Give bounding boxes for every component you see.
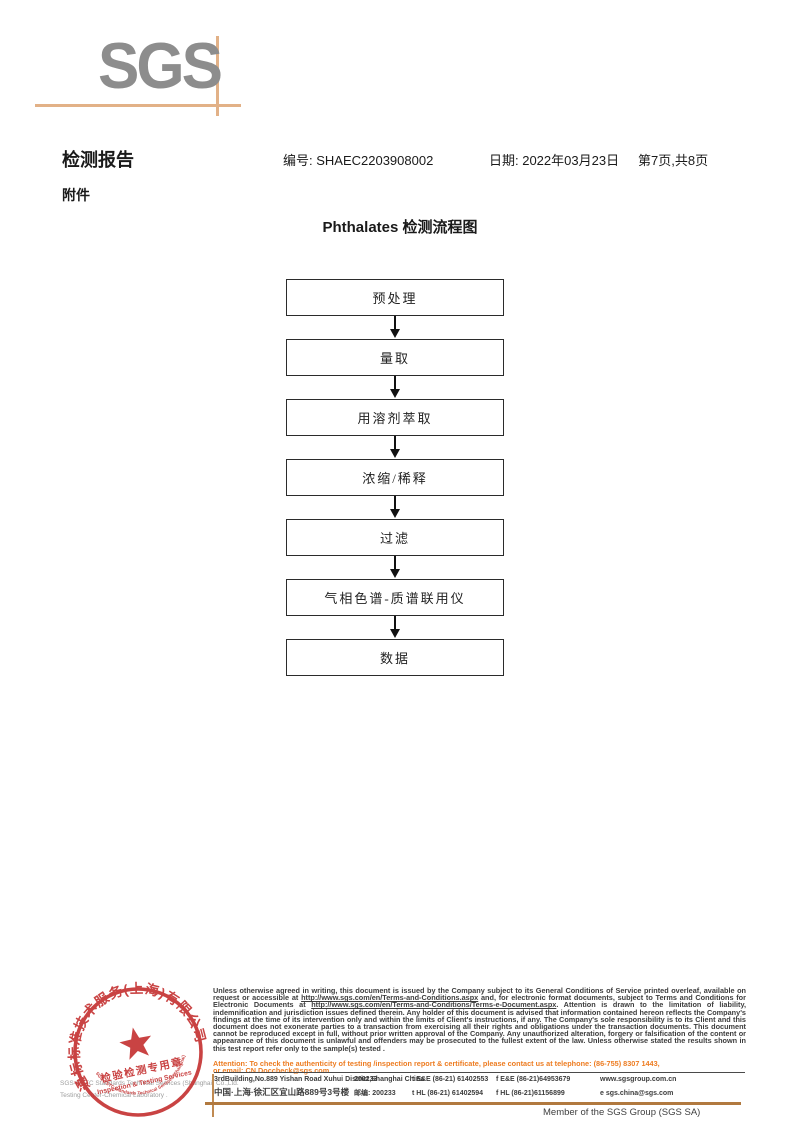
address-row-cn: 中国·上海·徐汇区宜山路889号3号楼 邮编: 200233 t HL (86-… bbox=[214, 1086, 745, 1098]
company-lab-name: Testing Center-Chemical Laboratory . bbox=[60, 1092, 168, 1099]
disclaimer-part: . Attention is drawn to the limitation o… bbox=[213, 1000, 746, 1053]
attention-note: Attention: To check the authenticity of … bbox=[213, 1060, 746, 1075]
address-cn: 中国·上海·徐汇区宜山路889号3号楼 bbox=[214, 1087, 350, 1097]
flow-step-box: 预处理 bbox=[286, 279, 504, 316]
address-block: 3rdBuilding,No.889 Yishan Road Xuhui Dis… bbox=[214, 1072, 745, 1101]
flow-step-label: 浓缩/稀释 bbox=[362, 471, 428, 486]
flow-step-box: 气相色谱-质谱联用仪 bbox=[286, 579, 504, 616]
arrow-down-icon bbox=[286, 496, 504, 519]
logo-horizontal-line bbox=[35, 104, 241, 107]
flow-step-box: 过滤 bbox=[286, 519, 504, 556]
arrow-down-icon bbox=[286, 316, 504, 339]
disclaimer-part: and, for electronic format documents, su… bbox=[213, 993, 746, 1010]
flow-step-box: 量取 bbox=[286, 339, 504, 376]
page-indicator: 第7页,共8页 bbox=[638, 153, 709, 168]
flow-step-box: 数据 bbox=[286, 639, 504, 676]
disclaimer-text: Unless otherwise agreed in writing, this… bbox=[213, 987, 746, 1052]
flow-step-box: 浓缩/稀释 bbox=[286, 459, 504, 496]
footer-vertical-line bbox=[212, 1074, 214, 1117]
attention-line1: Attention: To check the authenticity of … bbox=[213, 1059, 660, 1068]
flowchart-title: Phthalates 检测流程图 bbox=[322, 219, 478, 236]
footer-horizontal-line bbox=[205, 1102, 741, 1105]
telephone-cn: t HL (86-21) 61402594 bbox=[412, 1090, 484, 1097]
website: www.sgsgroup.com.cn bbox=[600, 1076, 677, 1083]
terms-url: http://www.sgs.com/en/Terms-and-Conditio… bbox=[301, 993, 479, 1003]
flowchart: 预处理量取用溶剂萃取浓缩/稀释过滤气相色谱-质谱联用仪数据 bbox=[286, 279, 504, 676]
company-seal-stamp: 通标标准技术服务(上海)有限公司 检验检测专用章 Inspection & Te… bbox=[48, 964, 226, 1131]
fax-en: f E&E (86-21)64953679 bbox=[496, 1076, 571, 1083]
logo-vertical-line bbox=[216, 36, 219, 116]
report-number: 编号: SHAEC2203908002 bbox=[283, 153, 434, 168]
flow-step-label: 量取 bbox=[379, 351, 410, 366]
email: e sgs.china@sgs.com bbox=[600, 1090, 674, 1097]
postal-code-en: 200233 bbox=[354, 1076, 378, 1083]
flow-step-label: 用溶剂萃取 bbox=[357, 411, 433, 426]
disclaimer-part: Unless otherwise agreed in writing, this… bbox=[213, 986, 746, 1003]
seal-svg: 通标标准技术服务(上海)有限公司 检验检测专用章 Inspection & Te… bbox=[48, 966, 214, 1117]
attachment-label: 附件 bbox=[62, 187, 90, 203]
flow-step-label: 气相色谱-质谱联用仪 bbox=[324, 591, 466, 606]
flow-step-label: 数据 bbox=[379, 651, 410, 666]
flow-step-label: 预处理 bbox=[372, 291, 418, 306]
address-row-en: 3rdBuilding,No.889 Yishan Road Xuhui Dis… bbox=[214, 1076, 745, 1083]
arrow-down-icon bbox=[286, 376, 504, 399]
arrow-down-icon bbox=[286, 436, 504, 459]
terms-e-doc-url: http://www.sgs.com/en/Terms-and-Conditio… bbox=[311, 1000, 557, 1010]
flow-step-label: 过滤 bbox=[379, 531, 410, 546]
postal-code-cn: 邮编: 200233 bbox=[354, 1090, 396, 1097]
fax-cn: f HL (86-21)61156899 bbox=[496, 1090, 565, 1097]
address-en: 3rdBuilding,No.889 Yishan Road Xuhui Dis… bbox=[214, 1076, 425, 1083]
sgs-logo: SGS bbox=[98, 30, 223, 103]
attention-line2: or email: CN.Doccheck@sgs.com bbox=[213, 1066, 330, 1076]
arrow-down-icon bbox=[286, 556, 504, 579]
seal-ring bbox=[73, 987, 203, 1117]
report-title: 检测报告 bbox=[62, 150, 134, 170]
flow-step-box: 用溶剂萃取 bbox=[286, 399, 504, 436]
star-icon bbox=[119, 1027, 152, 1060]
telephone-en: t E&E (86-21) 61402553 bbox=[412, 1076, 489, 1083]
company-name-en: SGS-CSTC Standards Technical Services (S… bbox=[60, 1080, 239, 1087]
arrow-down-icon bbox=[286, 616, 504, 639]
report-date: 日期: 2022年03月23日 bbox=[489, 153, 620, 168]
sgs-group-member-label: Member of the SGS Group (SGS SA) bbox=[543, 1107, 701, 1118]
